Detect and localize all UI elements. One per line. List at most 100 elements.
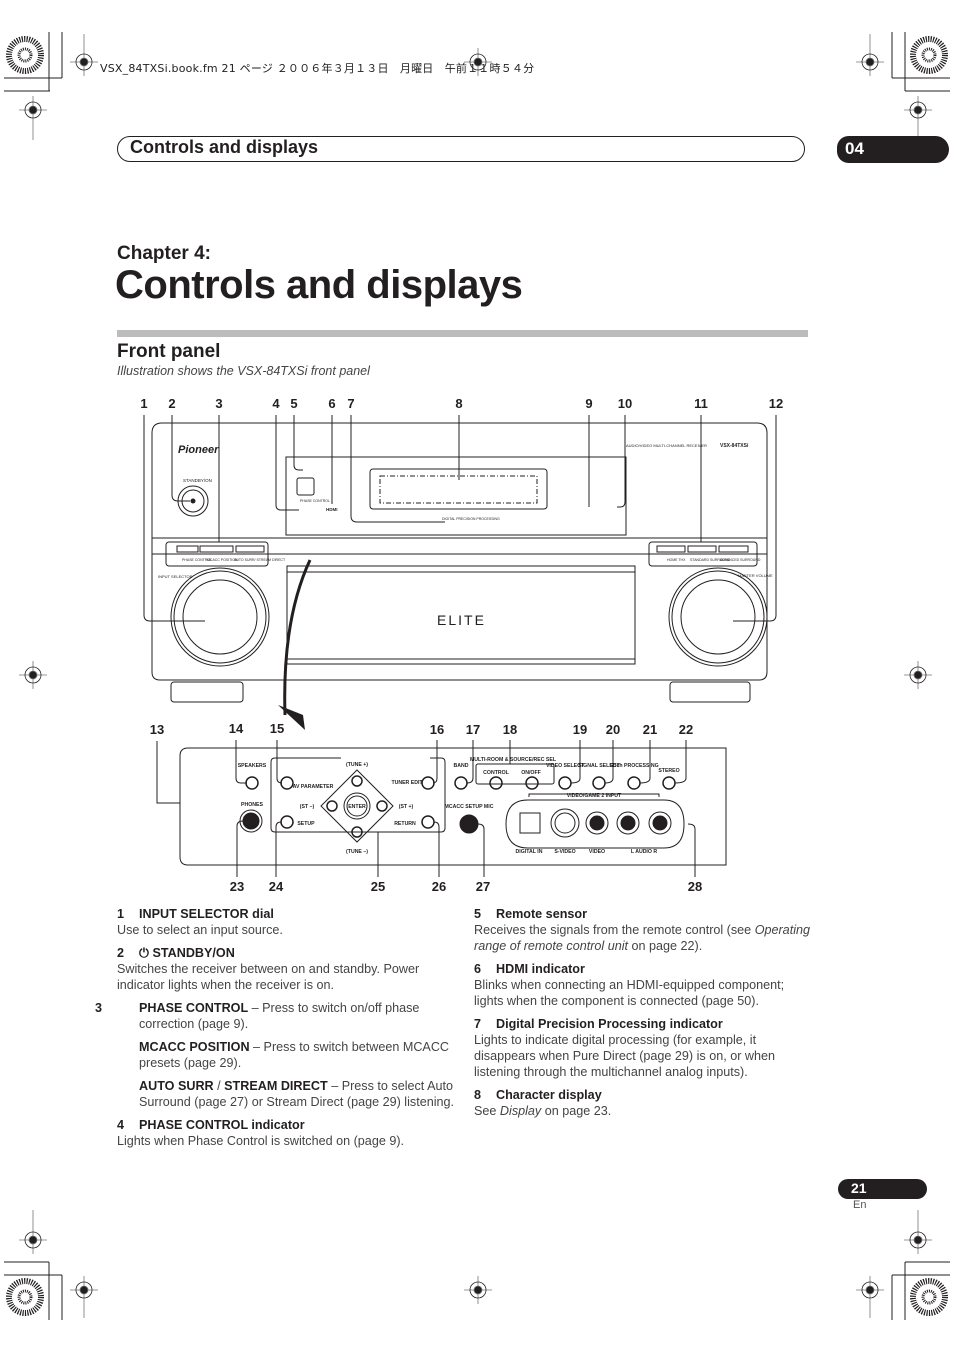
dpp-label: DIGITAL PRECISION PROCESSING — [442, 517, 500, 521]
left-button-3: AUTO SURR/ STREAM DIRECT — [234, 558, 286, 562]
desc-item-3b: MCACC POSITION – Press to switch between… — [139, 1040, 450, 1070]
video-label: VIDEO — [589, 849, 605, 855]
page-language: En — [853, 1199, 867, 1211]
callout-8: 8 — [455, 396, 462, 411]
model-name: VSX-84TXSi — [720, 443, 749, 449]
on-off-label: ON/OFF — [521, 770, 541, 776]
desc-item-2: 2⏻ STANDBY/ON Switches the receiver betw… — [117, 946, 420, 992]
callout-28: 28 — [688, 879, 702, 894]
crosshair-icons — [19, 34, 932, 1318]
left-button-1: PHASE CONTROL — [182, 558, 212, 562]
callout-24: 24 — [269, 879, 284, 894]
band-label: BAND — [454, 763, 469, 769]
stereo-label: STEREO — [658, 768, 679, 774]
st-minus-label: (ST –) — [300, 804, 315, 810]
signal-select-label: SIGNAL SELECT — [578, 763, 620, 769]
standby-label: STANDBY/ON — [183, 478, 212, 483]
callout-11: 11 — [694, 396, 708, 411]
callout-13: 13 — [150, 722, 164, 737]
tune-minus-label: (TUNE –) — [346, 849, 368, 855]
callout-6: 6 — [328, 396, 335, 411]
callout-3: 3 — [215, 396, 222, 411]
right-button-2: STANDARD SURROUND — [690, 558, 731, 562]
callout-9: 9 — [585, 396, 592, 411]
mcacc-setup-mic-label: MCACC SETUP MIC — [445, 804, 494, 810]
page-title: Controls and displays — [115, 263, 523, 307]
callout-27: 27 — [476, 879, 490, 894]
return-label: RETURN — [394, 821, 416, 827]
callout-4: 4 — [272, 396, 280, 411]
s-video-label: S-VIDEO — [554, 849, 575, 855]
callout-21: 21 — [643, 722, 657, 737]
registration-target-icon — [6, 36, 948, 1316]
callout-16: 16 — [430, 722, 444, 737]
front-panel-diagram: 1 2 3 4 5 6 7 8 9 10 11 12 — [140, 396, 783, 894]
page-number-tab — [838, 1179, 927, 1199]
audio-label: L AUDIO R — [631, 849, 657, 855]
callout-15: 15 — [270, 721, 284, 736]
input-selector-label: INPUT SELECTOR — [158, 574, 193, 579]
brand-logo: Pioneer — [178, 444, 219, 456]
phones-label: PHONES — [241, 802, 263, 808]
av-parameter-label: AV PARAMETER — [293, 784, 334, 790]
digital-in-label: DIGITAL IN — [516, 849, 543, 855]
model-line: AUDIO/VIDEO MULTI-CHANNEL RECEIVER — [626, 443, 707, 448]
callout-20: 20 — [606, 722, 620, 737]
header-title: Controls and displays — [130, 137, 319, 157]
callout-12: 12 — [769, 396, 783, 411]
callout-2: 2 — [168, 396, 175, 411]
chapter-number: 04 — [845, 139, 864, 158]
multiroom-label: MULTI-ROOM & SOURCE/REC SEL — [470, 757, 557, 763]
header-bar — [117, 136, 805, 162]
printer-info: VSX_84TXSi.book.fm 21 ページ ２００６年３月１３日 月曜日… — [100, 62, 535, 75]
master-volume-label: MASTER VOLUME — [738, 573, 773, 578]
callout-25: 25 — [371, 879, 385, 894]
page-number: 21 — [851, 1180, 867, 1196]
callout-17: 17 — [466, 722, 480, 737]
phase-control-label: PHASE CONTROL — [300, 499, 330, 503]
chapter-tab — [837, 136, 949, 163]
callout-23: 23 — [230, 879, 244, 894]
video-game-input-label: VIDEO/GAME 2 INPUT — [567, 793, 622, 799]
enter-label: ENTER — [348, 804, 366, 810]
callout-19: 19 — [573, 722, 587, 737]
desc-item-3c: AUTO SURR / STREAM DIRECT – Press to sel… — [139, 1079, 455, 1109]
st-plus-label: (ST +) — [399, 804, 414, 810]
tuner-edit-label: TUNER EDIT — [391, 780, 423, 786]
video-select-label: VIDEO SELECT — [546, 763, 585, 769]
callout-26: 26 — [432, 879, 446, 894]
callout-7: 7 — [347, 396, 354, 411]
setup-label: SETUP — [297, 821, 315, 827]
speakers-label: SPEAKERS — [238, 763, 267, 769]
right-button-1: HOME THX — [667, 558, 686, 562]
elite-logo: ELITE — [437, 612, 486, 628]
callout-18: 18 — [503, 722, 517, 737]
callout-22: 22 — [679, 722, 693, 737]
control-label: CONTROL — [483, 770, 509, 776]
callout-10: 10 — [618, 396, 632, 411]
power-icon: ⏻ — [139, 946, 153, 960]
top-callouts: 1 2 3 4 5 6 7 8 9 10 11 12 — [140, 396, 783, 411]
callout-14: 14 — [229, 721, 244, 736]
sbch-processing-label: SBch PROCESSING — [609, 763, 658, 769]
right-button-3: ADVANCED SURROUND — [720, 558, 761, 562]
section-divider — [117, 330, 808, 337]
chapter-label: Chapter 4: — [117, 243, 211, 264]
section-title: Front panel — [117, 341, 221, 362]
tune-plus-label: (TUNE +) — [346, 762, 368, 768]
section-subtitle: Illustration shows the VSX-84TXSi front … — [117, 364, 370, 378]
callout-1: 1 — [140, 396, 147, 411]
callout-5: 5 — [290, 396, 297, 411]
hdmi-label: HDMI — [326, 507, 338, 512]
left-button-2: MCACC POSITION — [207, 558, 238, 562]
